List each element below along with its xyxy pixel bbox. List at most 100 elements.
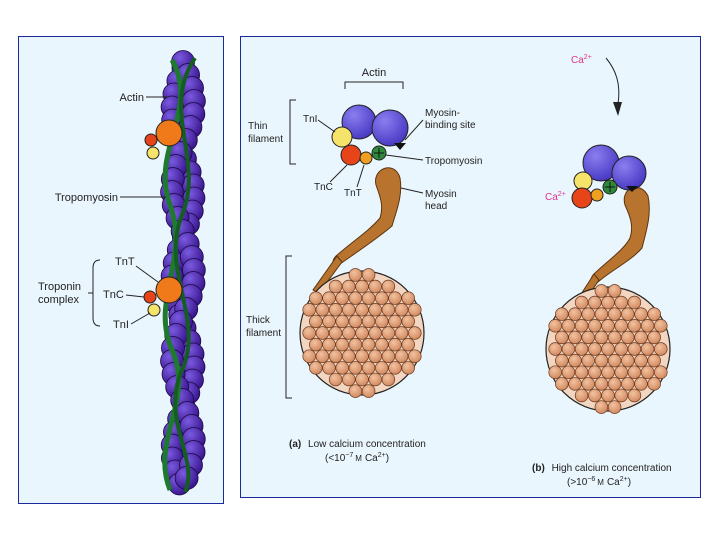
thick-filament-bead	[361, 314, 376, 329]
thick-filament-bead	[309, 291, 323, 305]
thick-filament-bead	[361, 337, 376, 352]
thick-filament-bead	[348, 361, 363, 375]
thick-filament-beads-b	[548, 284, 668, 414]
thick-filament-bead	[381, 303, 396, 317]
troponin-complex-label-line2: complex	[38, 294, 79, 306]
thick-filament-bead	[348, 337, 363, 352]
thick-filament-bead	[355, 279, 369, 294]
tnc-subunit	[143, 290, 157, 304]
thick-filament-bead	[355, 372, 369, 387]
thick-filament-bead	[348, 291, 363, 305]
actin-monomer-b2	[611, 155, 647, 191]
thick-filament-bead	[561, 342, 576, 356]
right-tnc-label: TnC	[314, 182, 333, 193]
thick-filament-bead	[548, 365, 562, 379]
myosin-binding-site-label-line2: binding site	[425, 120, 476, 131]
thick-filament-bead	[335, 361, 349, 375]
thick-filament-bead	[361, 268, 376, 282]
caption-a: (a) Low calcium concentration	[289, 439, 426, 450]
thick-filament-bead	[654, 365, 668, 379]
tnc-subunit-a	[340, 144, 362, 166]
thick-filament-bead	[607, 330, 622, 345]
right-actin-label: Actin	[362, 67, 386, 79]
thick-filament-bead	[601, 295, 615, 310]
thick-filament-bead	[348, 314, 363, 329]
thick-filament-bead	[627, 342, 642, 356]
thick-filament-bead	[634, 307, 648, 321]
thick-filament-beads-a	[302, 268, 422, 398]
calcium-arrow	[605, 57, 620, 105]
thick-filament-bead	[555, 307, 569, 321]
thick-filament-bead	[328, 349, 343, 363]
thick-filament-bead	[322, 337, 336, 352]
thick-filament-bead	[647, 307, 661, 321]
thick-filament-bead	[328, 372, 343, 387]
myosin-binding-site-label-line1: Myosin-	[425, 108, 460, 119]
caption-b-letter: (b)	[532, 463, 545, 474]
right-tnt-label: TnT	[344, 188, 362, 199]
thick-filament-bead	[388, 337, 402, 352]
thick-filament-bead	[607, 284, 622, 298]
calcium-ion-top-label: Ca2+	[571, 54, 592, 66]
thick-filament-bead	[548, 319, 562, 333]
thick-filament-bead	[607, 400, 622, 414]
thick-filament-bead	[640, 365, 655, 379]
left-tnc-label: TnC	[103, 289, 124, 301]
thick-filament-label-line1: Thick	[246, 315, 271, 326]
caption-a-text: Low calcium concentration	[308, 439, 426, 450]
thick-filament-bead	[621, 307, 635, 321]
thick-filament-bead	[302, 349, 316, 363]
right-tni-label: TnI	[303, 114, 317, 125]
thick-filament-bead	[555, 377, 569, 391]
caption-b-text: High calcium concentration	[552, 463, 672, 474]
thick-filament-bead	[408, 326, 422, 340]
thick-filament-bead	[315, 349, 330, 363]
thick-filament-bead	[614, 342, 628, 356]
thick-filament-bead	[601, 388, 615, 403]
thick-filament-bead	[388, 291, 402, 305]
calcium-regulation-panel	[240, 36, 701, 498]
left-tnt-label: TnT	[115, 256, 135, 268]
thick-filament-bead	[561, 365, 576, 379]
thick-filament-bead	[594, 353, 609, 368]
thick-filament-bead	[568, 377, 582, 391]
left-tni-label: TnI	[113, 319, 129, 331]
thick-filament-bead	[335, 291, 349, 305]
thick-filament-bead	[614, 295, 628, 310]
thick-filament-bead	[614, 388, 628, 403]
thick-filament-bead	[328, 279, 343, 294]
thick-filament-bead	[381, 349, 396, 363]
thick-filament-bead	[355, 349, 369, 363]
thick-filament-bead	[647, 377, 661, 391]
thick-filament-bead	[309, 314, 323, 329]
thick-filament-bead	[348, 384, 363, 398]
thick-filament-bead	[574, 365, 589, 379]
thick-filament-bead	[342, 326, 356, 340]
thick-filament-bead	[640, 342, 655, 356]
thick-filament-bead	[574, 319, 589, 333]
thick-filament-bead	[621, 377, 635, 391]
thick-filament-bead	[594, 330, 609, 345]
thick-filament-bead	[614, 319, 628, 333]
tnt-subunit-b	[590, 188, 604, 202]
thick-filament-bead	[581, 330, 595, 345]
thick-filament-bead	[342, 372, 356, 387]
thick-filament-bead	[361, 384, 376, 398]
thick-filament-bead	[342, 279, 356, 294]
upper-tni-subunit	[146, 146, 160, 160]
thick-filament-bead	[368, 326, 382, 340]
thick-filament-bead	[574, 342, 589, 356]
thick-filament-bead	[594, 307, 609, 321]
thick-filament-bead	[601, 365, 615, 379]
thick-filament-bead	[342, 303, 356, 317]
thick-filament-bead	[581, 353, 595, 368]
thick-filament-bead	[309, 361, 323, 375]
thick-filament-bead	[588, 319, 602, 333]
thin-filament-label-line2: filament	[248, 134, 283, 145]
thick-filament-bead	[375, 337, 389, 352]
tni-subunit-b	[573, 171, 593, 191]
thick-filament-bead	[568, 307, 582, 321]
thick-filament-bead	[328, 326, 343, 340]
thick-filament-bead	[394, 303, 409, 317]
